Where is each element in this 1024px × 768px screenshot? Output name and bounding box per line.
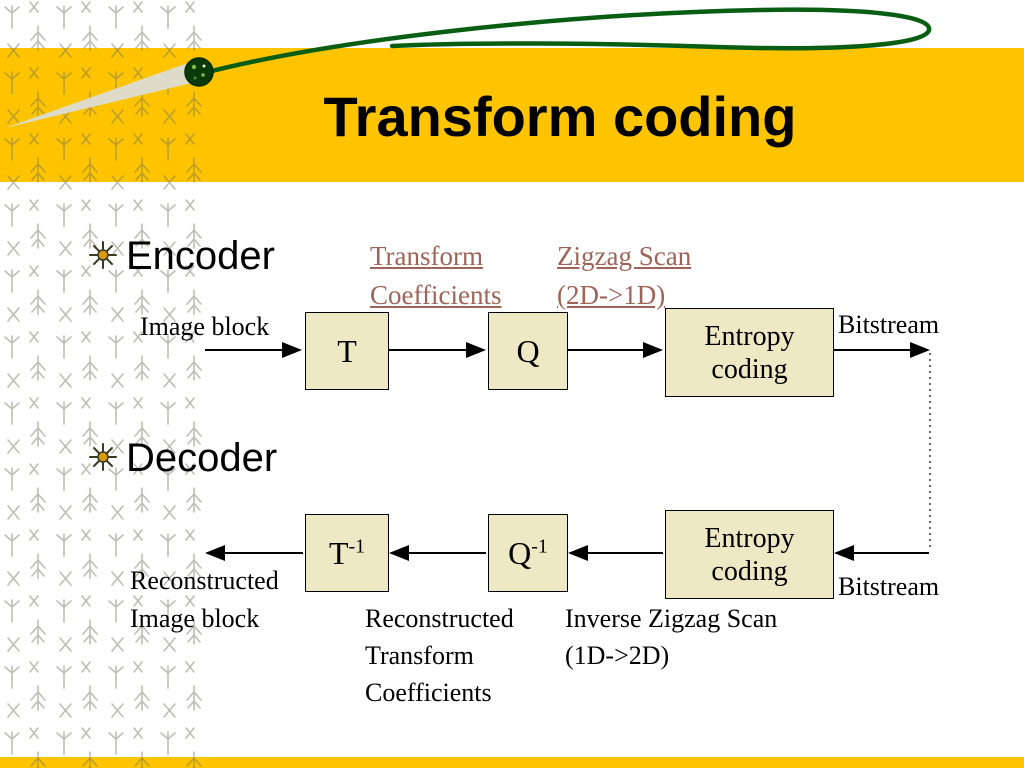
reconstructed-image-block-label: Reconstructed Image block — [130, 562, 279, 638]
encoder-heading: Encoder — [126, 234, 275, 278]
label-line: Reconstructed — [365, 604, 514, 633]
label-line: Coefficients — [365, 678, 492, 707]
block-base: Q — [508, 534, 532, 571]
label-line: Transform — [370, 241, 484, 271]
star-bullet-icon — [89, 443, 117, 471]
label-line: Reconstructed — [130, 566, 279, 595]
label-line: Transform — [365, 641, 474, 670]
label-line: Bitstream — [838, 572, 940, 601]
block-label: Q — [516, 332, 540, 369]
label-line: Image block — [140, 312, 270, 341]
block-label: T — [337, 332, 357, 369]
decoder-bitstream-label: Bitstream — [838, 568, 939, 605]
label-line: Inverse Zigzag Scan — [565, 604, 778, 633]
label-line: Bitstream — [838, 310, 940, 339]
transform-coefficients-label: Transform Coefficients — [370, 237, 501, 315]
label-line: (2D->1D) — [557, 280, 666, 310]
decoder-entropy-coding-block: Entropy coding — [665, 510, 834, 599]
zigzag-scan-label: Zigzag Scan (2D->1D) — [557, 237, 691, 315]
reconstructed-transform-coefficients-label: Reconstructed Transform Coefficients — [365, 600, 514, 711]
decoder-inverse-transform-block: T-1 — [305, 514, 389, 592]
block-label: T-1 — [329, 535, 365, 572]
star-bullet-icon — [89, 241, 117, 269]
decoder-heading: Decoder — [126, 436, 278, 480]
label-line: Image block — [130, 604, 260, 633]
block-superscript: -1 — [348, 534, 366, 557]
block-base: T — [328, 534, 349, 571]
encoder-bitstream-label: Bitstream — [838, 306, 939, 343]
block-label-line: Entropy — [704, 522, 795, 554]
inverse-zigzag-scan-label: Inverse Zigzag Scan (1D->2D) — [565, 600, 777, 674]
slide-title: Transform coding — [323, 85, 797, 148]
image-block-label: Image block — [140, 308, 269, 345]
block-superscript: -1 — [531, 534, 548, 557]
block-label-line: coding — [711, 353, 788, 385]
label-line: (1D->2D) — [565, 641, 670, 670]
decoder-inverse-quantizer-block: Q-1 — [488, 514, 568, 592]
label-line: Zigzag Scan — [557, 241, 692, 271]
label-line: Coefficients — [370, 280, 502, 310]
bottom-accent-bar — [0, 757, 1024, 768]
encoder-transform-block: T — [305, 312, 389, 390]
encoder-entropy-coding-block: Entropy coding — [665, 308, 834, 397]
block-label: Q-1 — [508, 535, 548, 572]
block-label-line: coding — [711, 555, 788, 587]
encoder-quantizer-block: Q — [488, 312, 568, 390]
block-label-line: Entropy — [704, 320, 795, 352]
